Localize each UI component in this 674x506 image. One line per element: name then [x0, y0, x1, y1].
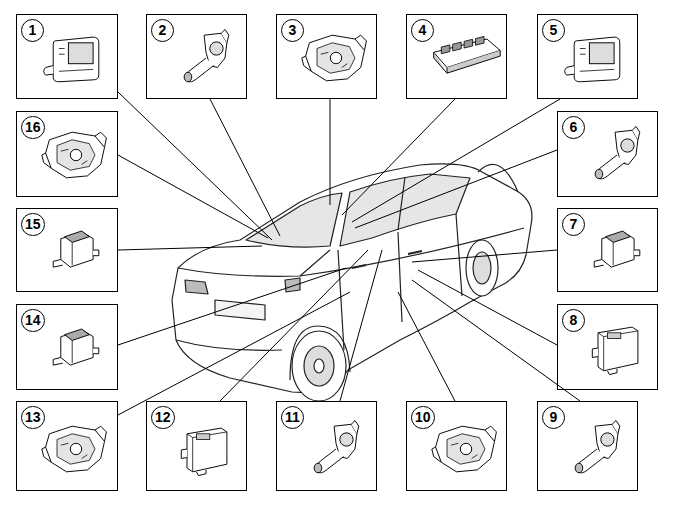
callout-number: 7: [562, 213, 585, 236]
illustration-part: [118, 92, 272, 240]
callout-number: 3: [281, 19, 304, 42]
illustration-part: [178, 250, 330, 276]
part-box: 1: [16, 14, 118, 99]
illustration-part: [44, 37, 99, 82]
illustration-part: [432, 426, 497, 472]
illustration-part: [456, 214, 462, 296]
callout-number: 2: [151, 19, 174, 42]
car-body: [172, 164, 532, 401]
illustration-part: [302, 35, 367, 81]
callout-number: 15: [21, 213, 45, 236]
callout-number: 14: [21, 309, 45, 332]
illustration-part: [285, 278, 300, 292]
illustration-part: [118, 155, 268, 238]
illustration-part: [314, 359, 324, 373]
illustration-part: [53, 329, 99, 365]
illustration-part: [575, 421, 620, 473]
callout-number: 12: [151, 406, 175, 429]
part-icons: [42, 30, 640, 476]
illustration-part: [176, 340, 282, 350]
illustration-part: [595, 127, 640, 179]
part-box: 15: [16, 208, 118, 292]
illustration-part: [314, 421, 359, 473]
callout-number: 10: [411, 406, 435, 429]
part-box: 8: [557, 304, 658, 390]
callout-number: 6: [562, 116, 585, 139]
part-box: 10: [406, 401, 507, 491]
illustration-part: [304, 346, 334, 386]
illustration-part: [181, 428, 227, 476]
part-box: 9: [537, 401, 638, 491]
callout-number: 13: [21, 406, 45, 429]
illustration-part: [118, 246, 262, 250]
illustration-part: [352, 251, 422, 268]
illustration-part: [210, 99, 280, 236]
part-box: 13: [16, 401, 118, 491]
illustration-part: [466, 240, 498, 296]
callout-number: 9: [542, 406, 565, 429]
illustration-part: [246, 193, 342, 247]
part-box: 12: [146, 401, 247, 491]
callout-number: 11: [281, 406, 304, 429]
illustration-part: [398, 292, 455, 401]
illustration-part: [330, 99, 331, 205]
illustration-part: [53, 231, 99, 267]
part-box: 2: [146, 14, 247, 99]
illustration-part: [292, 331, 346, 401]
illustration-part: [434, 36, 501, 73]
part-box: 3: [276, 14, 377, 99]
illustration-part: [184, 30, 229, 82]
illustration-part: [592, 327, 638, 375]
illustration-part: [412, 250, 557, 262]
illustration-part: [565, 37, 620, 82]
illustration-part: [220, 250, 368, 401]
illustration-part: [398, 177, 405, 230]
part-box: 16: [16, 111, 118, 197]
illustration-part: [185, 280, 208, 294]
leader-lines: [118, 92, 580, 415]
part-box: 6: [557, 111, 658, 197]
illustration-part: [418, 270, 557, 345]
part-box: 4: [406, 14, 507, 99]
callout-number: 5: [542, 19, 565, 42]
callout-number: 1: [21, 19, 44, 42]
illustration-part: [412, 280, 580, 401]
illustration-part: [42, 426, 107, 472]
illustration-part: [118, 268, 346, 345]
illustration-part: [340, 174, 470, 246]
part-box: 14: [16, 304, 118, 390]
illustration-part: [398, 232, 402, 322]
callout-number: 8: [562, 309, 585, 332]
part-box: 5: [537, 14, 638, 99]
callout-number: 4: [411, 19, 434, 42]
illustration-part: [42, 132, 107, 178]
illustration-part: [118, 292, 350, 415]
part-box: 7: [557, 208, 658, 292]
illustration-part: [594, 231, 640, 267]
callout-number: 16: [21, 116, 45, 139]
part-box: 11: [276, 401, 377, 491]
illustration-part: [355, 150, 557, 228]
illustration-part: [342, 99, 455, 215]
